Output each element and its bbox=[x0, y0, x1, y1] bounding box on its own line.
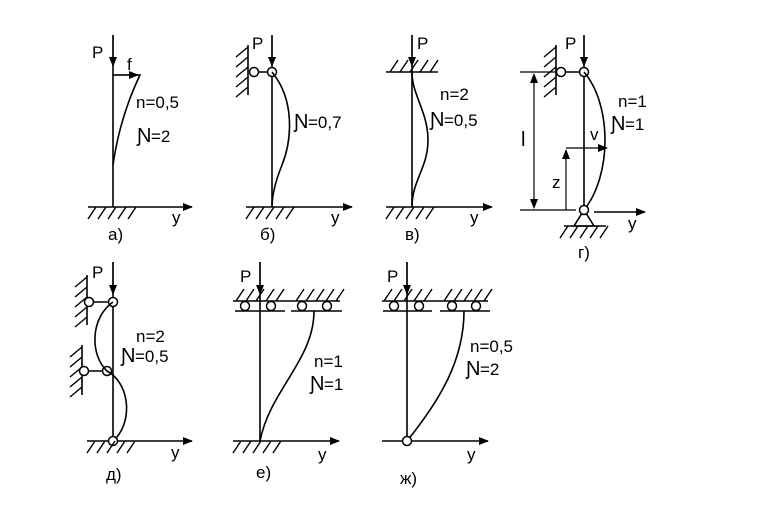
case-g-dim-arrow-bottom bbox=[530, 199, 538, 209]
case-b-hinge-wall bbox=[248, 66, 260, 78]
case-e-caption: е) bbox=[256, 463, 271, 482]
case-e-top-hatch bbox=[235, 288, 345, 302]
case-b-mu-symbol: Ɲ bbox=[293, 111, 308, 133]
case-e-roller-1 bbox=[239, 300, 251, 312]
case-a-cantilever: P f y n=0,5 Ɲ =2 а) bbox=[87, 35, 193, 244]
case-v-fixed-fixed: P y n=2 Ɲ =0,5 в) bbox=[385, 34, 493, 244]
case-d-n-value: n=2 bbox=[136, 327, 165, 346]
case-v-mu-value: =0,5 bbox=[444, 111, 478, 130]
case-g-v-label: v bbox=[590, 125, 599, 144]
case-zh-roller-1 bbox=[388, 300, 400, 312]
case-g-mu-value: =1 bbox=[625, 115, 644, 134]
case-g-hinge-wall bbox=[555, 66, 567, 78]
case-g-y-label: y bbox=[628, 214, 637, 233]
case-g-ground-hatch bbox=[559, 225, 609, 239]
case-d-hinge-bottom bbox=[107, 435, 119, 447]
case-b-y-label: y bbox=[331, 208, 340, 227]
case-d-y-label: y bbox=[171, 443, 180, 462]
case-zh-roller-2 bbox=[413, 300, 425, 312]
case-b-wall-hatch bbox=[235, 46, 249, 98]
case-g-length-label: l bbox=[521, 129, 525, 151]
case-b-mu-value: =0,7 bbox=[308, 113, 342, 132]
case-b-caption: б) bbox=[260, 225, 275, 244]
case-zh-mu-symbol: Ɲ bbox=[465, 358, 480, 380]
case-a-deflection-label: f bbox=[127, 55, 132, 74]
case-g-pinned-pinned: P l z v y bbox=[520, 34, 647, 262]
case-v-caption: в) bbox=[405, 225, 420, 244]
case-zh-force-label: P bbox=[387, 267, 398, 286]
case-d-hinge-wall-top bbox=[83, 296, 95, 308]
case-a-y-label: y bbox=[172, 208, 181, 227]
case-d-hinge-wall-mid bbox=[78, 365, 90, 377]
case-g-caption: г) bbox=[578, 243, 590, 262]
case-e-sliding-fixed: P y n=1 Ɲ =1 bbox=[232, 262, 345, 482]
case-b-force-label: P bbox=[252, 34, 263, 53]
case-zh-roller-4 bbox=[470, 300, 482, 312]
case-e-n-value: n=1 bbox=[314, 352, 343, 371]
case-e-ground-hatch bbox=[232, 440, 282, 454]
case-g-buckled-shape bbox=[583, 71, 606, 211]
case-d-mu-value: =0,5 bbox=[135, 347, 169, 366]
case-v-top-hatch bbox=[389, 59, 439, 73]
case-g-mu-symbol: Ɲ bbox=[610, 113, 625, 135]
case-v-y-label: y bbox=[470, 208, 479, 227]
case-a-caption: а) bbox=[108, 225, 123, 244]
case-d-force-label: P bbox=[92, 263, 103, 282]
case-e-force-label: P bbox=[240, 267, 251, 286]
case-d-buckled-shape bbox=[94, 301, 128, 442]
case-zh-sliding-pinned: P y n=0,5 Ɲ =2 ж) bbox=[382, 262, 513, 488]
case-d-three-supports: P y bbox=[69, 262, 193, 484]
case-g-dim-arrow-top bbox=[530, 73, 538, 83]
case-zh-y-label: y bbox=[467, 445, 476, 464]
case-e-roller-2 bbox=[265, 300, 277, 312]
case-e-roller-4 bbox=[321, 300, 333, 312]
case-d-wall-top-hatch bbox=[74, 276, 88, 328]
case-a-ground-hatch bbox=[87, 206, 137, 220]
case-e-y-label: y bbox=[318, 445, 327, 464]
case-a-n-value: n=0,5 bbox=[136, 93, 179, 112]
case-a-force-label: P bbox=[92, 43, 103, 62]
case-g-hinge-bottom bbox=[578, 204, 590, 216]
case-g-force-label: P bbox=[565, 34, 576, 53]
case-zh-caption: ж) bbox=[400, 469, 417, 488]
case-zh-buckled-shape bbox=[406, 310, 465, 442]
case-g-z-label: z bbox=[552, 173, 561, 192]
case-zh-n-value: n=0,5 bbox=[470, 337, 513, 356]
case-v-force-label: P bbox=[417, 34, 428, 53]
case-a-mu-value: =2 bbox=[151, 127, 170, 146]
case-v-mu-symbol: Ɲ bbox=[429, 109, 444, 131]
case-a-mu-symbol: Ɲ bbox=[136, 125, 151, 147]
case-b-fixed-pinned: P y Ɲ =0,7 б) bbox=[235, 34, 353, 244]
case-g-n-value: n=1 bbox=[618, 92, 647, 111]
case-g-wall-hatch bbox=[543, 46, 557, 98]
case-v-buckled-shape bbox=[411, 71, 429, 208]
case-e-buckled-shape bbox=[259, 310, 315, 442]
case-v-ground-hatch bbox=[385, 206, 435, 220]
case-v-n-value: n=2 bbox=[440, 85, 469, 104]
case-d-ground-hatch bbox=[86, 440, 136, 454]
case-e-roller-3 bbox=[296, 300, 308, 312]
case-b-buckled-shape bbox=[271, 71, 291, 208]
case-b-ground-hatch bbox=[245, 206, 295, 220]
case-zh-roller-3 bbox=[446, 300, 458, 312]
case-d-caption: д) bbox=[106, 465, 122, 484]
case-zh-top-hatch bbox=[383, 288, 493, 302]
case-e-mu-symbol: Ɲ bbox=[309, 373, 324, 395]
case-d-mu-symbol: Ɲ bbox=[120, 345, 135, 367]
case-zh-hinge-bottom bbox=[401, 435, 413, 447]
case-a-buckled-shape bbox=[112, 74, 142, 166]
case-e-mu-value: =1 bbox=[324, 375, 343, 394]
case-zh-mu-value: =2 bbox=[480, 360, 499, 379]
